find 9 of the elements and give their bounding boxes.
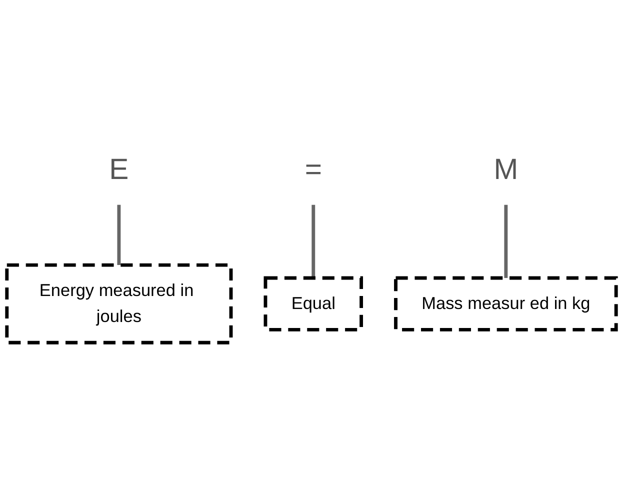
connector bbox=[117, 204, 121, 266]
connector bbox=[504, 204, 508, 278]
node-box: Energy measured in joules bbox=[5, 264, 233, 345]
node-text: = bbox=[304, 153, 322, 186]
node-box: Equal bbox=[264, 276, 364, 332]
connector bbox=[312, 204, 316, 278]
node-box: Mass measur ed in kg bbox=[394, 276, 618, 332]
node-text: M bbox=[494, 153, 518, 186]
node-text: E bbox=[109, 153, 129, 186]
